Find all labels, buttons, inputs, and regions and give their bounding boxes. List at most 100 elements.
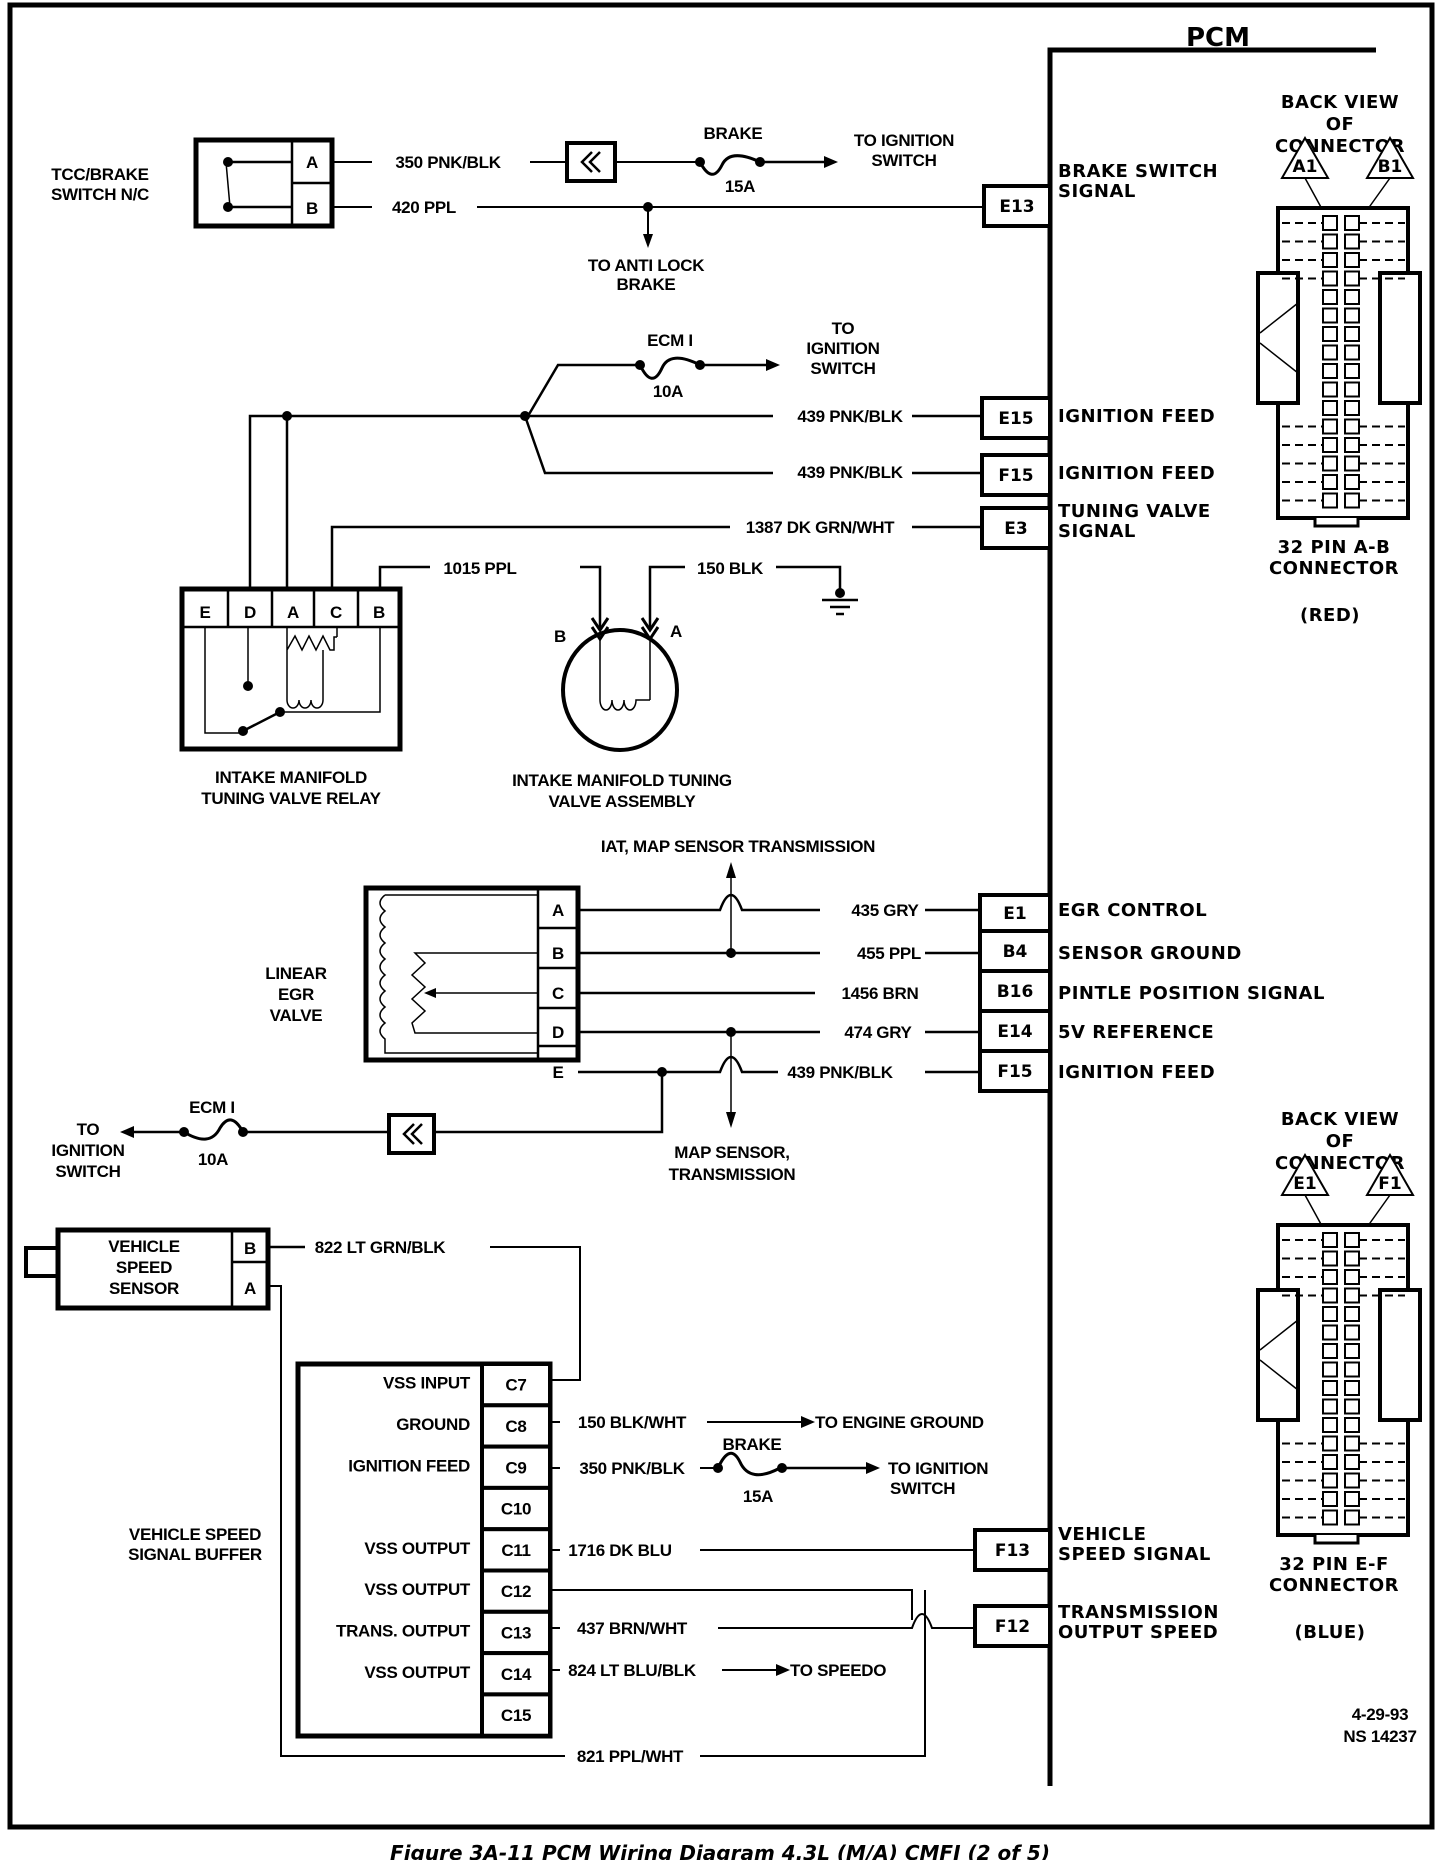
egr-to-ignition-3: SWITCH <box>55 1162 120 1181</box>
connector-pin <box>1344 1509 1360 1526</box>
egr-pin: E <box>552 1063 563 1082</box>
valve-name-2: VALVE ASSEMBLY <box>549 792 697 811</box>
buffer-row-label: TRANS. OUTPUT <box>336 1621 471 1640</box>
fuse-name: BRAKE <box>704 124 763 143</box>
egr-wire-label: 455 PPL <box>857 944 921 963</box>
pin-a: A <box>306 153 318 172</box>
arrow-right-icon <box>766 359 780 371</box>
buffer-pin: C12 <box>501 1582 531 1601</box>
connector-pin <box>1322 381 1338 398</box>
connector-pin <box>1344 1287 1360 1304</box>
to-abs-2: BRAKE <box>617 275 676 294</box>
egr-fuse-rating: 10A <box>198 1150 228 1169</box>
fuse-icon <box>716 1451 781 1477</box>
connector-pin <box>1344 1269 1360 1285</box>
relay-name-2: TUNING VALVE RELAY <box>201 789 381 808</box>
vehicle-speed-sensor <box>24 1227 271 1311</box>
buffer-pin: C9 <box>505 1458 526 1477</box>
buffer-pin-box <box>480 1362 552 1408</box>
relay-name-1: INTAKE MANIFOLD <box>215 768 367 787</box>
connector-pin <box>1344 474 1360 490</box>
buffer-pin-box <box>480 1651 552 1697</box>
wire-label-c14: 824 LT BLU/BLK <box>568 1661 697 1680</box>
wire-label-e15: 439 PNK/BLK <box>797 407 903 426</box>
connector-pin <box>1344 1417 1360 1433</box>
wire-label-f15: 439 PNK/BLK <box>797 463 903 482</box>
pcm-terminal-pin: E15 <box>998 409 1033 429</box>
arrow-right-icon <box>801 1416 815 1428</box>
connector-pin <box>1344 1472 1360 1489</box>
ground-icon <box>822 588 858 616</box>
connector-latch <box>1313 518 1360 528</box>
connector-color: (BLUE) <box>1295 1622 1366 1643</box>
valve-pin-b: B <box>554 627 566 646</box>
connector-color: (RED) <box>1300 605 1360 626</box>
connector-pin <box>1322 1454 1338 1470</box>
figure-caption: Figure 3A-11 PCM Wiring Diagram 4.3L (M/… <box>390 1841 1050 1860</box>
pcm-terminal-box <box>982 184 1052 228</box>
wire-label-c9: 350 PNK/BLK <box>579 1459 685 1478</box>
to-ignition-1: TO <box>832 319 855 338</box>
pcm-terminal-label: TUNING VALVE <box>1058 501 1211 522</box>
buffer-row-label: VSS OUTPUT <box>364 1663 471 1682</box>
connector-pin <box>1322 1435 1338 1452</box>
pcm-terminal-label: SENSOR GROUND <box>1058 943 1242 964</box>
connector-header: BACK VIEW <box>1281 92 1399 113</box>
connector-pin <box>1344 418 1360 435</box>
pcm-terminal-box <box>978 969 1052 1013</box>
connector-pin <box>1344 270 1360 287</box>
tcc-brake-switch: A B <box>193 137 335 229</box>
connector-name: CONNECTOR <box>1269 558 1399 579</box>
buffer-row-label: IGNITION FEED <box>348 1456 470 1475</box>
buffer-pin: C14 <box>501 1665 532 1684</box>
pcm-terminal-pin: B16 <box>997 982 1034 1002</box>
connector-pin <box>1322 1287 1338 1304</box>
pcm-terminal-label: BRAKE SWITCH <box>1058 161 1218 182</box>
connector-name: CONNECTOR <box>1269 1575 1399 1596</box>
to-ignition-2: IGNITION <box>806 339 879 358</box>
pin-right-label: B1 <box>1378 157 1403 177</box>
connector-pin <box>1322 252 1338 268</box>
arrow-right-icon <box>866 1462 880 1474</box>
to-engine-ground: TO ENGINE GROUND <box>815 1413 984 1432</box>
connector-pin <box>1344 1380 1360 1396</box>
wire-label-150: 150 BLK <box>697 559 764 578</box>
connector-latch <box>1313 1535 1360 1545</box>
connector-pin <box>1322 326 1338 342</box>
connector-pin <box>1344 215 1360 231</box>
to-abs-1: TO ANTI LOCK <box>588 256 705 275</box>
egr-pin: A <box>552 901 564 920</box>
diagram-frame <box>7 2 1435 1830</box>
buffer-row-label: VSS INPUT <box>383 1374 471 1393</box>
connector-pin <box>1322 1398 1338 1415</box>
connector-header: OF <box>1326 1131 1355 1152</box>
connector-pin <box>1344 455 1360 472</box>
connector-pin <box>1322 1472 1338 1489</box>
connector-pin <box>1322 344 1338 361</box>
connector-pin <box>1322 1509 1338 1526</box>
buffer-pin-box <box>480 1692 552 1738</box>
pcm-terminal-label: SPEED SIGNAL <box>1058 1544 1211 1565</box>
vss-pin-b: B <box>244 1239 256 1258</box>
connector-pin <box>1322 492 1338 509</box>
fuse-rating: 15A <box>725 177 755 196</box>
fuse-icon <box>638 356 701 380</box>
vss-name-3: SENSOR <box>109 1279 179 1298</box>
buffer-fuse-name: BRAKE <box>723 1435 782 1454</box>
pcm-terminal-label: VEHICLE <box>1058 1524 1146 1545</box>
wire-label-821: 821 PPL/WHT <box>577 1747 684 1766</box>
egr-name-1: LINEAR <box>265 964 327 983</box>
connector-pin <box>1344 233 1360 250</box>
pcm-terminal-box <box>978 929 1052 973</box>
pin-right-label: F1 <box>1378 1174 1401 1194</box>
connector-pin <box>1344 437 1360 453</box>
connector-pin <box>1344 381 1360 398</box>
connector-pin <box>1344 1491 1360 1507</box>
connector-pin <box>1322 1361 1338 1378</box>
pcm-terminal-box <box>973 1604 1052 1648</box>
connector-pin <box>1322 307 1338 324</box>
connector-symbol-icon <box>565 141 617 183</box>
pcm-terminal-pin: E13 <box>999 197 1034 217</box>
connector-pin <box>1322 363 1338 379</box>
egr-wire-label: 474 GRY <box>844 1023 912 1042</box>
